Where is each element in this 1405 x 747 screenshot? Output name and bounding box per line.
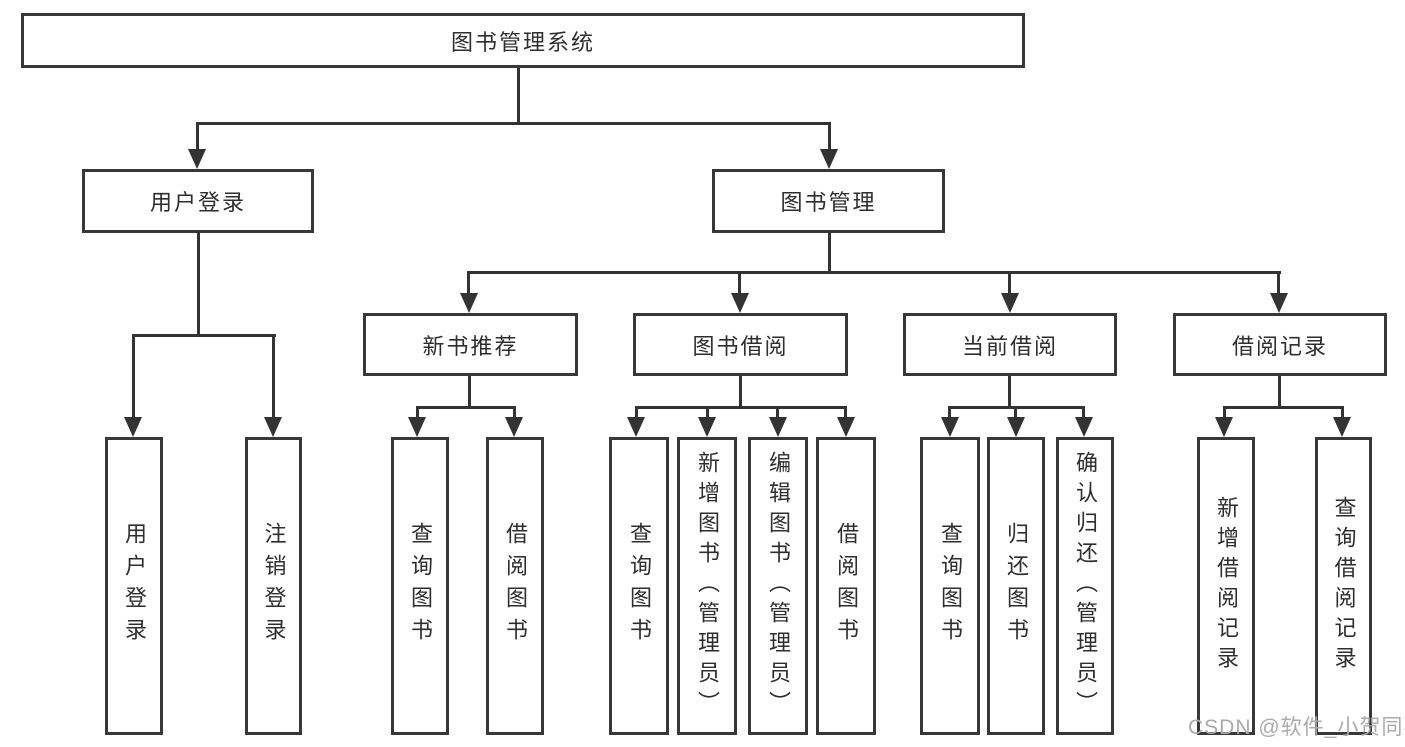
connector-shaft-bb2 xyxy=(706,406,709,422)
node-library-system: 图书管理系统 xyxy=(21,13,1025,68)
connector-shaft-book-borrow xyxy=(738,271,741,297)
node-book-management-label: 图书管理 xyxy=(780,190,877,215)
leaf-borrow-books-recommend: 借阅图书 xyxy=(486,437,544,735)
csdn-watermark: CSDN @软件_小贺同学 xyxy=(1188,716,1405,739)
leaf-return-books: 归还图书 xyxy=(987,437,1045,735)
node-borrowing-records-label: 借阅记录 xyxy=(1231,333,1328,359)
leaf-edit-books-admin-label: 编辑图书（管理员） xyxy=(766,451,791,721)
connector-cur-borrow-stem xyxy=(1008,376,1011,409)
arrowhead-bb3 xyxy=(769,417,787,437)
connector-shaft-user-login xyxy=(196,122,199,152)
arrowhead-bb1 xyxy=(627,417,645,437)
node-new-book-recommend-label: 新书推荐 xyxy=(422,333,519,359)
connector-shaft-br2 xyxy=(1341,406,1344,422)
arrowhead-leaf-login2 xyxy=(264,417,282,437)
arrowhead-book-borrow xyxy=(731,293,749,313)
arrowhead-bb2 xyxy=(698,417,716,437)
connector-shaft-rec2 xyxy=(513,406,516,422)
connector-shaft-cur-borrow xyxy=(1008,271,1011,297)
leaf-query-books-current-label: 查询图书 xyxy=(938,522,963,650)
leaf-query-borrow-record-label: 查询借阅记录 xyxy=(1331,496,1357,676)
connector-borrow-rec-bus xyxy=(1223,406,1344,409)
connector-shaft-new-rec xyxy=(467,271,470,297)
leaf-query-books-recommend: 查询图书 xyxy=(391,437,449,735)
leaf-edit-books-admin: 编辑图书（管理员） xyxy=(748,437,808,735)
arrowhead-borrow-rec xyxy=(1270,293,1288,313)
connector-shaft-bb4 xyxy=(844,406,847,422)
node-current-borrowing-label: 当前借阅 xyxy=(961,333,1058,359)
leaf-user-login: 用户登录 xyxy=(105,437,163,735)
leaf-query-books-current: 查询图书 xyxy=(920,437,980,735)
connector-root-stem xyxy=(517,68,520,124)
arrowhead-leaf-login1 xyxy=(124,417,142,437)
leaf-borrow-books: 借阅图书 xyxy=(816,437,876,735)
connector-shaft-cb3 xyxy=(1082,406,1085,422)
leaf-borrow-books-label: 借阅图书 xyxy=(834,522,859,650)
leaf-query-borrow-record: 查询借阅记录 xyxy=(1315,437,1372,735)
connector-shaft-book-mgmt xyxy=(828,122,831,152)
arrowhead-rec1 xyxy=(408,417,426,437)
arrowhead-cb2 xyxy=(1007,417,1025,437)
node-user-login: 用户登录 xyxy=(82,169,314,233)
connector-shaft-bb1 xyxy=(635,406,638,422)
node-book-borrowing-label: 图书借阅 xyxy=(692,333,789,359)
node-current-borrowing: 当前借阅 xyxy=(903,313,1117,376)
connector-shaft-br1 xyxy=(1223,406,1226,422)
node-new-book-recommend: 新书推荐 xyxy=(363,313,578,376)
leaf-query-books-borrowing-label: 查询图书 xyxy=(627,522,652,650)
connector-shaft-bb3 xyxy=(776,406,779,422)
connector-shaft-cb1 xyxy=(948,406,951,422)
connector-user-login-stem xyxy=(197,233,200,337)
arrowhead-rec2 xyxy=(505,417,523,437)
leaf-query-books-recommend-label: 查询图书 xyxy=(408,522,433,650)
arrowhead-new-rec xyxy=(460,293,478,313)
arrowhead-br2 xyxy=(1333,417,1351,437)
arrowhead-cb3 xyxy=(1075,417,1093,437)
connector-shaft-borrow-rec xyxy=(1277,271,1280,297)
connector-new-rec-stem xyxy=(468,376,471,409)
connector-book-borrow-bus xyxy=(635,406,847,409)
connector-shaft-rec1 xyxy=(416,406,419,422)
connector-level3-bus xyxy=(467,271,1281,274)
arrowhead-user-login xyxy=(188,149,206,169)
leaf-query-books-borrowing: 查询图书 xyxy=(609,437,669,735)
leaf-add-books-admin-label: 新增图书（管理员） xyxy=(695,451,720,721)
connector-cur-borrow-bus xyxy=(949,406,1085,409)
arrowhead-cb1 xyxy=(941,417,959,437)
connector-shaft-leaf-login2 xyxy=(272,334,275,422)
node-borrowing-records: 借阅记录 xyxy=(1173,313,1387,376)
leaf-borrow-books-recommend-label: 借阅图书 xyxy=(503,522,528,650)
leaf-add-borrow-record-label: 新增借阅记录 xyxy=(1214,496,1239,676)
node-user-login-label: 用户登录 xyxy=(149,190,246,215)
arrowhead-br1 xyxy=(1215,417,1233,437)
connector-book-borrow-stem xyxy=(739,376,742,409)
connector-borrow-rec-stem xyxy=(1278,376,1281,409)
node-book-management: 图书管理 xyxy=(712,169,945,233)
connector-user-login-bus xyxy=(132,334,276,337)
leaf-confirm-return-admin-label: 确认归还（管理员） xyxy=(1073,451,1098,721)
leaf-return-books-label: 归还图书 xyxy=(1004,522,1029,650)
leaf-confirm-return-admin: 确认归还（管理员） xyxy=(1056,437,1114,735)
arrowhead-cur-borrow xyxy=(1001,293,1019,313)
arrowhead-book-mgmt xyxy=(820,149,838,169)
connector-level2-bus xyxy=(196,122,831,125)
connector-new-rec-bus xyxy=(416,406,516,409)
leaf-add-books-admin: 新增图书（管理员） xyxy=(677,437,737,735)
node-book-borrowing: 图书借阅 xyxy=(633,313,848,376)
node-library-system-label: 图书管理系统 xyxy=(450,29,595,55)
leaf-add-borrow-record: 新增借阅记录 xyxy=(1197,437,1255,735)
leaf-user-login-label: 用户登录 xyxy=(122,522,147,650)
connector-shaft-cb2 xyxy=(1014,406,1017,422)
leaf-logout-label: 注销登录 xyxy=(261,522,287,650)
arrowhead-bb4 xyxy=(837,417,855,437)
connector-book-mgmt-stem xyxy=(828,233,831,274)
leaf-logout: 注销登录 xyxy=(245,437,302,735)
connector-shaft-leaf-login1 xyxy=(132,334,135,422)
